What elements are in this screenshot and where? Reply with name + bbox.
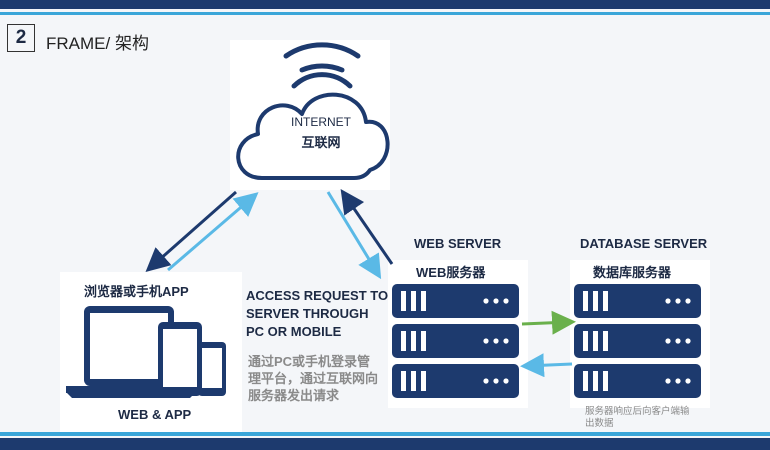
request-heading-line-2: SERVER THROUGH — [246, 306, 369, 321]
request-heading-line-3: PC OR MOBILE — [246, 324, 342, 339]
web-server-rack-icon — [392, 284, 519, 398]
top-banner-bar — [0, 0, 770, 9]
arrow-webserver-to-internet — [340, 189, 394, 265]
bottom-banner-bar — [0, 438, 770, 450]
arrow-internet-to-client — [145, 190, 237, 272]
db-note-line-1: 服务器响应后向客户端输 — [585, 406, 690, 417]
cloud-wifi-icon — [236, 42, 390, 180]
db-server-label-cn: 数据库服务器 — [593, 265, 672, 280]
arrow-web-to-db — [521, 310, 576, 335]
top-accent-line — [0, 12, 770, 15]
client-label-bottom: WEB & APP — [118, 407, 192, 422]
request-detail-line-2: 理平台，通过互联网向 — [248, 371, 379, 386]
slide-title: FRAME/ 架构 — [46, 34, 149, 53]
arrow-internet-to-webserver — [326, 191, 382, 280]
client-label-top: 浏览器或手机APP — [84, 284, 189, 299]
db-server-heading: DATABASE SERVER — [580, 236, 708, 251]
arrow-client-to-internet — [167, 192, 259, 272]
request-heading-line-1: ACCESS REQUEST TO — [246, 288, 389, 303]
slide-number: 2 — [7, 24, 35, 52]
devices-icon — [66, 306, 226, 398]
bottom-accent-line — [0, 432, 770, 436]
db-note-line-2: 出数据 — [585, 418, 614, 429]
request-detail-line-3: 服务器发出请求 — [248, 388, 340, 403]
web-server-label-cn: WEB服务器 — [416, 265, 486, 280]
arrow-db-to-web — [520, 353, 573, 378]
request-detail-line-1: 通过PC或手机登录管 — [248, 354, 371, 369]
web-server-heading: WEB SERVER — [414, 236, 502, 251]
internet-label: INTERNET — [291, 115, 351, 129]
db-server-rack-icon — [574, 284, 701, 398]
internet-label-cn: 互联网 — [301, 135, 341, 150]
